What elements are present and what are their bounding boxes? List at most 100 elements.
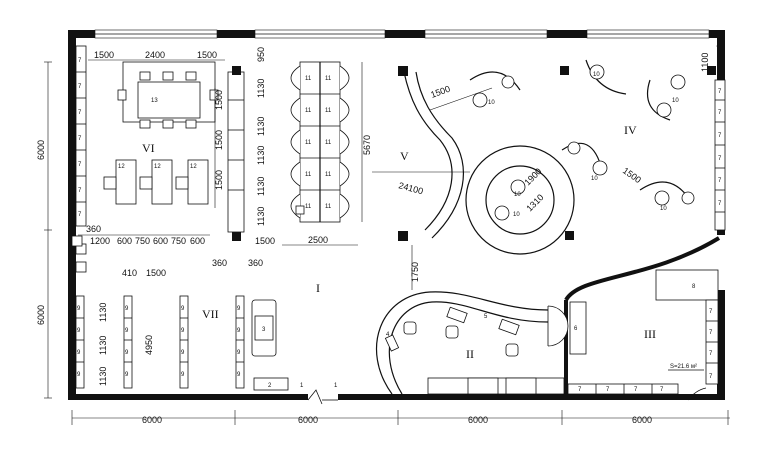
dim-vi-bottom-3: 750 [135, 236, 150, 246]
round-reception [465, 145, 575, 255]
room-label-vi: VI [142, 141, 155, 155]
item-label-2: 2 [268, 383, 272, 389]
outer-dimensions [44, 61, 730, 425]
dim-2500: 2500 [308, 235, 328, 245]
workstation-label: 11 [305, 172, 312, 178]
shelf-label: 9 [125, 372, 129, 378]
dim-1500-iv: 1500 [621, 165, 643, 185]
room-label-iii: III [644, 327, 656, 341]
serpentine-counter [398, 66, 464, 241]
shelf-label: 9 [77, 350, 81, 356]
dim-360-left: 360 [86, 224, 101, 234]
room-label-ii: II [466, 347, 474, 361]
dim-24100: 24100 [397, 180, 424, 196]
cabinet-label: 7 [709, 374, 713, 380]
dim-vi-bottom-1: 1200 [90, 236, 110, 246]
dim-bottom-3: 6000 [468, 415, 488, 425]
item-label-4: 4 [386, 332, 390, 338]
dim-1310: 1310 [524, 192, 545, 213]
dim-vi-right-3: 1500 [214, 170, 224, 190]
cubicle-workstations [290, 61, 350, 223]
cabinet-label: 7 [709, 309, 713, 315]
cabinet-label: 7 [78, 136, 82, 142]
dim-left-bottom: 6000 [36, 305, 46, 325]
shelf-label: 9 [125, 350, 129, 356]
workstation-label: 11 [305, 76, 312, 82]
dim-vi-top-2: 2400 [145, 50, 165, 60]
dim-bottom-1: 6000 [142, 415, 162, 425]
room-label-i: I [316, 281, 320, 295]
cabinet-label: 7 [606, 387, 610, 393]
shelf-label: 9 [181, 350, 185, 356]
left-wall-cabinets [75, 45, 87, 227]
cabinet-label: 7 [709, 351, 713, 357]
dim-vi-top-3: 1500 [197, 50, 217, 60]
dim-vii-410: 410 [122, 268, 137, 278]
dim-vii-1130-b: 1130 [98, 336, 108, 355]
dim-row-2: 1130 [256, 117, 266, 136]
cabinet-label: 7 [718, 178, 722, 184]
item-label-6: 6 [574, 326, 578, 332]
cabinet-label: 7 [78, 212, 82, 218]
cabinet-label: 7 [78, 84, 82, 90]
station-label: 10 [593, 72, 600, 78]
dim-5670: 5670 [362, 135, 372, 155]
dim-row-3: 1130 [256, 146, 266, 165]
workstation-label: 11 [305, 204, 312, 210]
dim-vi-right-2: 1500 [214, 130, 224, 150]
station-label: 10 [488, 100, 495, 106]
cabinet-label: 7 [709, 330, 713, 336]
reception-desk [375, 291, 569, 395]
dim-row-5: 1130 [256, 207, 266, 226]
station-label: 10 [591, 176, 598, 182]
dim-1750: 1750 [410, 262, 420, 282]
workstation-label: 11 [325, 172, 332, 178]
dim-vii-1130-c: 1130 [98, 367, 108, 386]
cabinet-label: 7 [78, 162, 82, 168]
dim-vi-right-1: 1500 [214, 90, 224, 110]
dim-vi-bottom-2: 600 [117, 236, 132, 246]
cabinet-label: 7 [78, 58, 82, 64]
dim-1500-under: 1500 [255, 236, 275, 246]
dim-1900: 1900 [522, 166, 543, 187]
shelf-label: 9 [237, 306, 241, 312]
dim-row-4: 1130 [256, 177, 266, 196]
dim-vi-bottom-6: 600 [190, 236, 205, 246]
dim-row-1: 1130 [256, 79, 266, 98]
shelf-label: 9 [181, 306, 185, 312]
dim-vi-top-1: 1500 [94, 50, 114, 60]
desk-label: 12 [154, 164, 161, 170]
shelf-label: 9 [77, 328, 81, 334]
dim-bottom-4: 6000 [632, 415, 652, 425]
cabinet-label: 7 [78, 188, 82, 194]
dim-left-top: 6000 [36, 140, 46, 160]
cabinet-label: 7 [660, 387, 664, 393]
dim-vii-1500: 1500 [146, 268, 166, 278]
shelf-label: 9 [125, 306, 129, 312]
room-vii-shelves [71, 235, 289, 391]
workstation-label: 11 [325, 108, 332, 114]
workstation-label: 11 [305, 140, 312, 146]
dim-vi-bottom-4: 600 [153, 236, 168, 246]
cabinet-label: 7 [578, 387, 582, 393]
station-label: 10 [660, 206, 667, 212]
door-label: 1 [300, 383, 304, 389]
dim-vii-1130-a: 1130 [98, 303, 108, 322]
shelf-label: 9 [237, 350, 241, 356]
vi-partition [227, 66, 245, 241]
dim-bottom-2: 6000 [298, 415, 318, 425]
cabinet-label: 7 [718, 201, 722, 207]
workstation-label: 11 [325, 204, 332, 210]
right-wall-cabinets [714, 45, 726, 231]
room-label-vii: VII [202, 307, 219, 321]
area-label: S=21.6 м² [670, 364, 697, 370]
room-label-v: V [400, 149, 409, 163]
door-label: 1 [334, 383, 338, 389]
cabinet-label: 7 [718, 89, 722, 95]
dim-vi-bottom-5: 750 [171, 236, 186, 246]
dim-950: 950 [256, 47, 266, 62]
item-label-5: 5 [484, 314, 488, 320]
table-label: 13 [151, 98, 158, 104]
station-label: 10 [672, 98, 679, 104]
